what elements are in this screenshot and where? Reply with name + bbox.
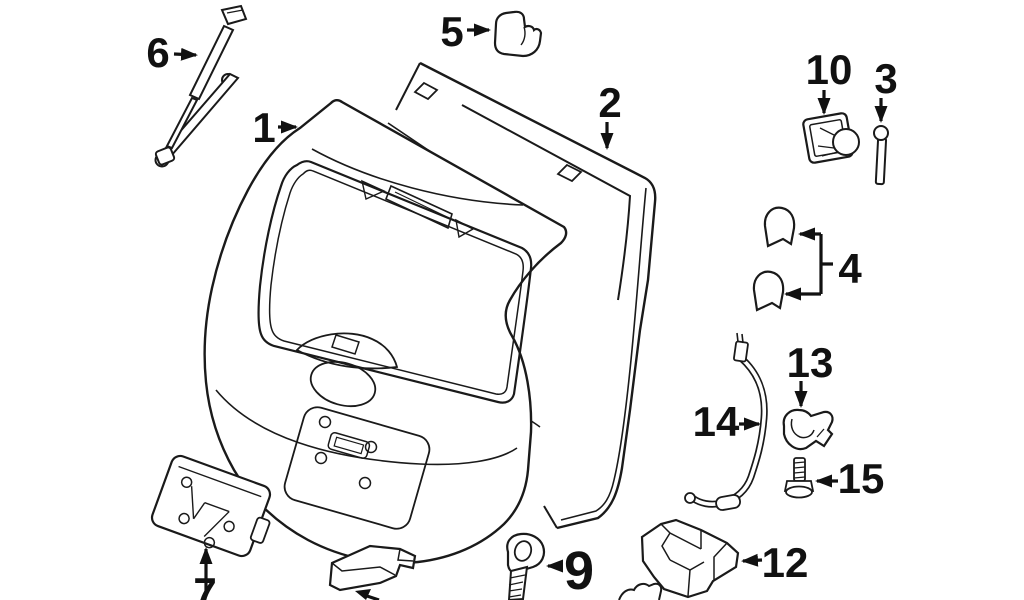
cut-off-part-bottom: [618, 582, 663, 600]
callout-13-label: 13: [787, 339, 834, 386]
part-15-mounting-bolt: [783, 457, 815, 499]
part-13-striker-clip: [782, 408, 834, 451]
callout-9-label: 9: [564, 541, 594, 600]
callout-6-arrow: [173, 47, 198, 61]
callout-3-label: 3: [874, 55, 897, 102]
callout-5-label: 5: [440, 8, 463, 55]
callout-2-label: 2: [598, 79, 621, 126]
part-10-grommet-clip: [802, 112, 860, 164]
callout-7-label: 7: [193, 569, 216, 600]
part-14-release-cable: [684, 332, 768, 511]
callout-4-bracket: [784, 227, 833, 301]
emblem-oval: [309, 360, 377, 408]
part-9-pivot-stud-bolt: [506, 532, 546, 600]
callout-1-label: 1: [252, 104, 275, 151]
part-4-cover-caps: [752, 206, 796, 312]
callout-12-label: 12: [762, 539, 809, 586]
callout-4-label: 4: [838, 245, 862, 292]
part-6-lift-support-strut: [154, 4, 248, 168]
callout-10-label: 10: [806, 46, 853, 93]
arrow-stub-part8: [355, 589, 371, 600]
callout-12-arrow: [741, 553, 763, 567]
part-1-liftgate-inner-panel: [203, 99, 568, 565]
callouts: 1 2 3 4 5 6 7 9 10 12 13 14 15: [146, 8, 897, 600]
callout-14-label: 14: [693, 398, 740, 445]
callout-15-label: 15: [838, 455, 885, 502]
part-7-license-plate-bracket: [150, 454, 272, 558]
license-recess: [283, 406, 431, 530]
part-5-hinge-cover: [493, 10, 543, 58]
callout-6-label: 6: [146, 29, 169, 76]
part-12-latch-assembly: [640, 518, 740, 599]
part-8-wedge-trim: [328, 544, 417, 600]
part-3-stud-pin: [873, 125, 889, 186]
